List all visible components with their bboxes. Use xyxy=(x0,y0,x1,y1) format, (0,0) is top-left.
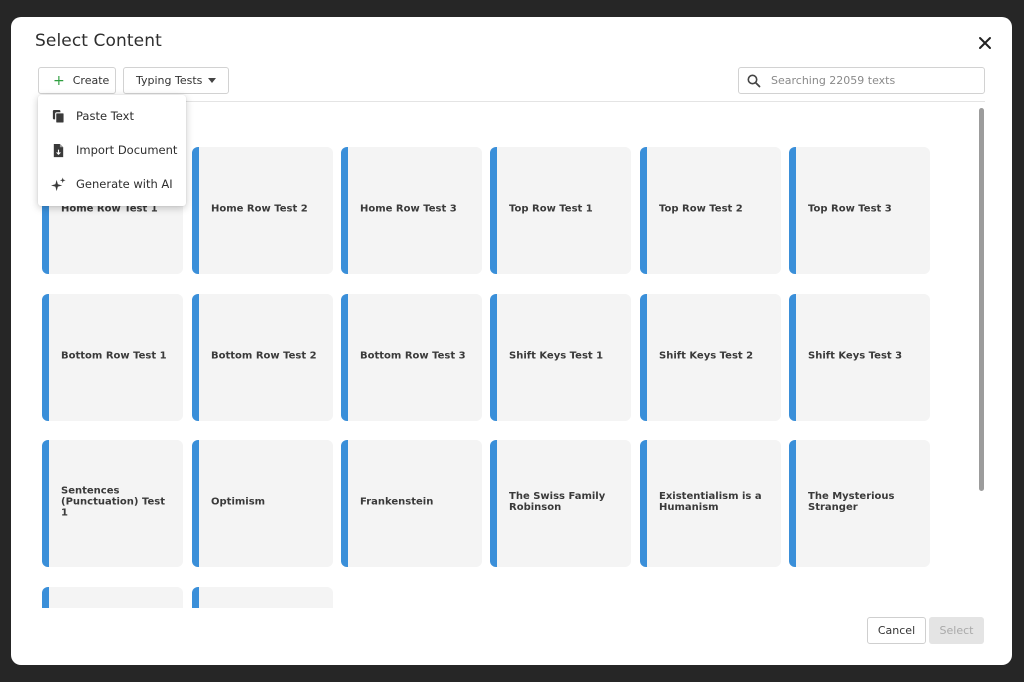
card-accent-bar xyxy=(490,440,497,567)
plus-icon: + xyxy=(53,72,65,89)
content-card[interactable]: Top Row Test 2 xyxy=(640,147,781,274)
card-accent-bar xyxy=(42,294,49,421)
dialog-title: Select Content xyxy=(35,31,162,51)
sparkle-icon xyxy=(51,176,66,191)
content-card[interactable]: Bottom Row Test 3 xyxy=(341,294,482,421)
card-accent-bar xyxy=(789,294,796,421)
content-card[interactable]: Bottom Row Test 1 xyxy=(42,294,183,421)
paste-icon xyxy=(52,109,65,124)
menu-item-import-document[interactable]: Import Document xyxy=(38,133,186,167)
content-card[interactable]: Optimism xyxy=(192,440,333,567)
card-accent-bar xyxy=(789,147,796,274)
content-grid: Home Row Test 1 Home Row Test 2 Home Row T… xyxy=(11,102,981,608)
card-title: Shift Keys Test 1 xyxy=(509,350,604,362)
create-button[interactable]: + Create xyxy=(38,67,116,94)
content-card[interactable]: Home Row Test 3 xyxy=(341,147,482,274)
card-title: Bottom Row Test 3 xyxy=(360,350,466,362)
category-dropdown-label: Typing Tests xyxy=(136,74,203,87)
content-card[interactable]: Frankenstein xyxy=(341,440,482,567)
card-title: The Swiss Family Robinson xyxy=(509,491,606,513)
card-title: Frankenstein xyxy=(360,496,434,508)
create-button-label: Create xyxy=(72,74,110,87)
card-title: The Mysterious Stranger xyxy=(808,491,895,513)
card-accent-bar xyxy=(42,440,49,567)
menu-item-label: Generate with AI xyxy=(76,177,173,191)
search-box[interactable] xyxy=(738,67,985,94)
card-title: Top Row Test 1 xyxy=(509,203,593,215)
card-accent-bar xyxy=(42,587,49,608)
card-title: Shift Keys Test 3 xyxy=(808,350,903,362)
card-title: Bottom Row Test 2 xyxy=(211,350,317,362)
card-accent-bar xyxy=(42,147,49,274)
card-title: Home Row Test 1 xyxy=(61,203,158,215)
card-accent-bar xyxy=(490,294,497,421)
card-accent-bar xyxy=(192,440,199,567)
content-card[interactable] xyxy=(42,587,183,608)
card-title: Top Row Test 3 xyxy=(808,203,892,215)
select-content-dialog: Select Content + Create Typing Tests Hom… xyxy=(11,17,1012,665)
content-card[interactable]: Shift Keys Test 2 xyxy=(640,294,781,421)
card-title: Top Row Test 2 xyxy=(659,203,743,215)
caret-down-icon xyxy=(208,78,217,83)
menu-item-label: Import Document xyxy=(76,143,178,157)
card-accent-bar xyxy=(341,147,348,274)
content-card[interactable]: Existentialism is a Humanism xyxy=(640,440,781,567)
search-input[interactable] xyxy=(771,74,971,87)
content-card[interactable] xyxy=(192,587,333,608)
close-button[interactable] xyxy=(975,33,995,53)
card-title: Existentialism is a Humanism xyxy=(659,491,762,513)
content-card[interactable]: Shift Keys Test 1 xyxy=(490,294,631,421)
menu-item-generate-ai[interactable]: Generate with AI xyxy=(38,167,186,201)
menu-item-paste-text[interactable]: Paste Text xyxy=(38,99,186,133)
content-card[interactable]: Sentences (Punctuation) Test 1 xyxy=(42,440,183,567)
document-icon xyxy=(53,143,64,157)
menu-item-label: Paste Text xyxy=(76,109,134,123)
toolbar-divider xyxy=(38,101,985,102)
card-accent-bar xyxy=(490,147,497,274)
card-accent-bar xyxy=(192,587,199,608)
content-card[interactable]: Shift Keys Test 3 xyxy=(789,294,930,421)
scrollbar-thumb[interactable] xyxy=(979,108,984,491)
card-title: Optimism xyxy=(211,496,266,508)
card-title: Bottom Row Test 1 xyxy=(61,350,167,362)
content-card[interactable]: The Swiss Family Robinson xyxy=(490,440,631,567)
card-accent-bar xyxy=(341,440,348,567)
card-title: Shift Keys Test 2 xyxy=(659,350,754,362)
card-title: Sentences (Punctuation) Test 1 xyxy=(61,485,165,519)
card-accent-bar xyxy=(640,294,647,421)
card-title: Home Row Test 3 xyxy=(360,203,457,215)
content-card[interactable]: Top Row Test 3 xyxy=(789,147,930,274)
content-card[interactable]: Home Row Test 2 xyxy=(192,147,333,274)
card-accent-bar xyxy=(640,147,647,274)
close-icon xyxy=(979,37,991,49)
card-accent-bar xyxy=(789,440,796,567)
card-accent-bar xyxy=(640,440,647,567)
search-icon xyxy=(747,74,761,87)
card-accent-bar xyxy=(192,294,199,421)
select-button[interactable]: Select xyxy=(929,617,984,644)
category-dropdown[interactable]: Typing Tests xyxy=(123,67,229,94)
card-accent-bar xyxy=(192,147,199,274)
cancel-button[interactable]: Cancel xyxy=(867,617,926,644)
content-card[interactable]: Top Row Test 1 xyxy=(490,147,631,274)
create-menu: Paste Text Import Document Generate with… xyxy=(38,95,186,206)
card-title: Home Row Test 2 xyxy=(211,203,308,215)
content-card[interactable]: The Mysterious Stranger xyxy=(789,440,930,567)
content-card[interactable]: Bottom Row Test 2 xyxy=(192,294,333,421)
card-accent-bar xyxy=(341,294,348,421)
